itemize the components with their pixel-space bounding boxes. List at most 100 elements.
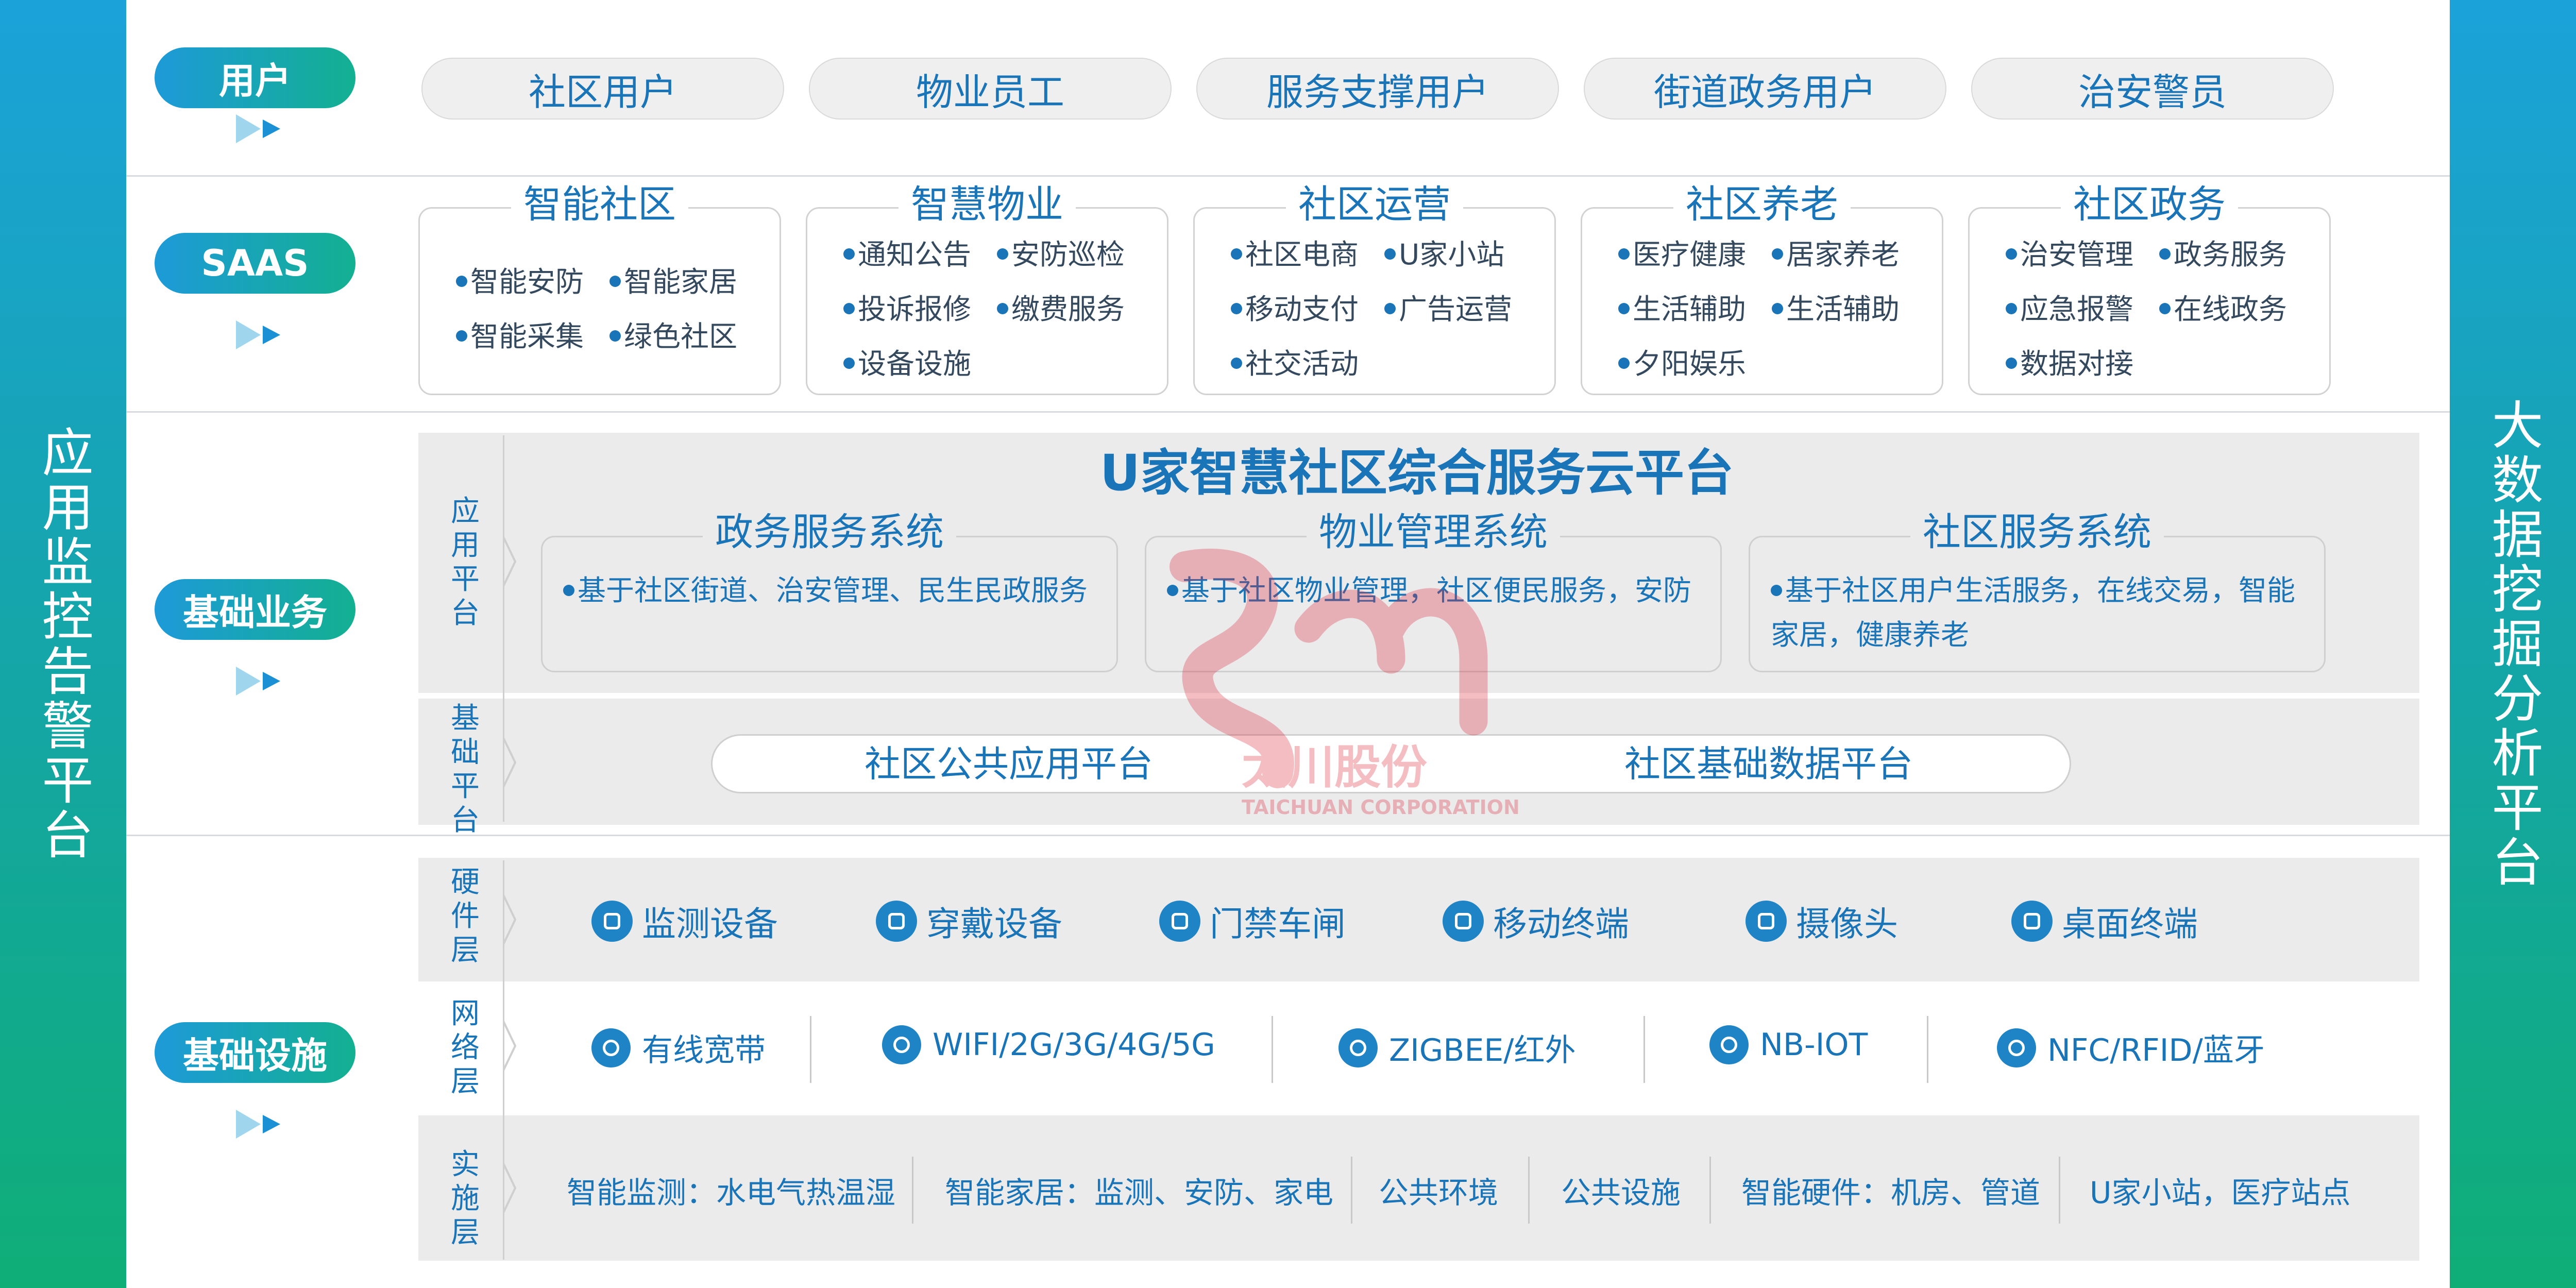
divider [2059, 1157, 2060, 1224]
system-box-property: 物业管理系统 基于社区物业管理，社区便民服务，安防 [1145, 510, 1722, 672]
divider [1528, 1157, 1530, 1224]
saas-item: 社区电商 [1231, 231, 1359, 273]
row-label-infrastructure: 基础设施 [155, 1022, 355, 1083]
right-sidebar: 大数据挖掘分析平台 [2450, 0, 2576, 1288]
system-desc: 基于社区用户生活服务，在线交易，智能家居，健康养老 [1771, 574, 2296, 651]
left-sidebar: 应用监控告警平台 [0, 0, 126, 1288]
network-item: NFC/RFID/蓝牙 [1997, 1025, 2265, 1070]
hardware-item: 摄像头 [1745, 896, 1898, 946]
saas-item: 投诉报修 [843, 286, 971, 327]
base-data-platform: 社区基础数据平台 [1624, 743, 1913, 785]
system-title: 物业管理系统 [1307, 510, 1560, 554]
implementation-item: 智能监测：水电气热温湿 [567, 1175, 896, 1210]
system-desc: 基于社区物业管理，社区便民服务，安防 [1181, 574, 1692, 607]
saas-item: 政务服务 [2159, 231, 2287, 273]
double-arrow-icon [236, 320, 280, 349]
desktop-terminal-icon [2011, 901, 2053, 942]
saas-box-smart-community: 智能社区 智能安防 智能家居 智能采集 绿色社区 [418, 182, 781, 395]
implementation-item: U家小站，医疗站点 [2090, 1175, 2351, 1210]
saas-item: 应急报警 [2006, 286, 2133, 327]
implementation-band [418, 1115, 2419, 1261]
saas-box-title: 社区运营 [1286, 182, 1463, 227]
double-arrow-icon [236, 114, 280, 143]
chevron-right-icon [503, 894, 517, 945]
implementation-label: 实施层 [451, 1148, 480, 1249]
platform-capsule: 社区公共应用平台 社区基础数据平台 [711, 734, 2071, 793]
implementation-item: 智能家居：监测、安防、家电 [945, 1175, 1334, 1210]
saas-box-title: 智能社区 [511, 182, 688, 227]
label-divider [503, 860, 504, 1260]
bluetooth-icon [1997, 1028, 2036, 1067]
network-hub-icon [1709, 1025, 1749, 1064]
user-type: 服务支撑用户 [1196, 58, 1559, 120]
network-item: WIFI/2G/3G/4G/5G [882, 1025, 1215, 1064]
double-arrow-icon [236, 1110, 280, 1139]
saas-box-elderly-care: 社区养老 医疗健康 居家养老 生活辅助 生活辅助 夕阳娱乐 [1581, 182, 1943, 395]
double-arrow-icon [236, 667, 280, 696]
network-item: 有线宽带 [591, 1025, 766, 1070]
divider [1643, 1016, 1645, 1083]
saas-item: 生活辅助 [1772, 286, 1900, 327]
implementation-item: 智能硬件：机房、管道 [1741, 1175, 2041, 1210]
row-divider [126, 835, 2450, 836]
saas-item: 生活辅助 [1618, 286, 1746, 327]
saas-item: 设备设施 [843, 341, 971, 382]
saas-item: 安防巡检 [997, 231, 1125, 273]
system-box-community-service: 社区服务系统 基于社区用户生活服务，在线交易，智能家居，健康养老 [1749, 510, 2326, 672]
saas-box-government-affairs: 社区政务 治安管理 政务服务 应急报警 在线政务 数据对接 [1968, 182, 2331, 395]
system-title: 社区服务系统 [1910, 510, 2164, 554]
hardware-label: 硬件层 [451, 866, 480, 967]
implementation-item: 公共环境 [1379, 1175, 1499, 1210]
divider [1272, 1016, 1273, 1083]
row-divider [126, 175, 2450, 177]
row-divider [126, 411, 2450, 413]
public-app-platform: 社区公共应用平台 [865, 743, 1153, 785]
app-platform-label: 应用平台 [451, 495, 480, 630]
chevron-right-icon [503, 1020, 517, 1072]
divider [912, 1157, 913, 1224]
zigbee-icon [1338, 1028, 1378, 1067]
hardware-band [418, 858, 2419, 981]
saas-item: 绿色社区 [609, 313, 737, 354]
gate-car-icon [1159, 901, 1200, 942]
network-item: NB-IOT [1709, 1025, 1868, 1064]
saas-item: 治安管理 [2006, 231, 2133, 273]
system-box-government: 政务服务系统 基于社区街道、治安管理、民生民政服务 [541, 510, 1118, 672]
system-desc: 基于社区街道、治安管理、民生民政服务 [578, 574, 1088, 607]
wifi-icon [882, 1025, 921, 1064]
saas-box-smart-property: 智慧物业 通知公告 安防巡检 投诉报修 缴费服务 设备设施 [806, 182, 1168, 395]
label-divider [503, 435, 504, 822]
wearable-icon [876, 901, 917, 942]
saas-item: 数据对接 [2006, 341, 2133, 382]
network-label: 网络层 [451, 997, 480, 1098]
saas-item: 移动支付 [1231, 286, 1359, 327]
chevron-right-icon [503, 737, 517, 788]
chevron-right-icon [503, 536, 517, 587]
divider [1351, 1157, 1352, 1224]
saas-item: 智能家居 [609, 259, 737, 300]
saas-item: 医疗健康 [1618, 231, 1746, 273]
user-type: 社区用户 [421, 58, 784, 120]
saas-item: 缴费服务 [997, 286, 1125, 327]
saas-item: 广告运营 [1384, 286, 1512, 327]
hardware-item: 监测设备 [591, 896, 778, 946]
right-sidebar-label: 大数据挖掘分析平台 [2483, 398, 2543, 890]
saas-box-title: 社区养老 [1673, 182, 1851, 227]
saas-box-title: 社区政务 [2061, 182, 2238, 227]
saas-item: 智能安防 [456, 259, 584, 300]
base-platform-label: 基础平台 [451, 702, 480, 837]
saas-box-community-operation: 社区运营 社区电商 U家小站 移动支付 广告运营 社交活动 [1193, 182, 1556, 395]
hardware-item: 穿戴设备 [876, 896, 1062, 946]
hardware-item: 门禁车闸 [1159, 896, 1346, 946]
divider [1709, 1157, 1711, 1224]
saas-item: 居家养老 [1772, 231, 1900, 273]
user-type: 物业员工 [809, 58, 1172, 120]
saas-box-title: 智慧物业 [899, 182, 1076, 227]
left-sidebar-label: 应用监控告警平台 [33, 426, 93, 862]
ie-browser-icon [591, 1028, 631, 1067]
user-type: 街道政务用户 [1584, 58, 1946, 120]
hardware-item: 移动终端 [1443, 896, 1629, 946]
system-title: 政务服务系统 [703, 510, 956, 554]
implementation-item: 公共设施 [1561, 1175, 1681, 1210]
saas-item: 夕阳娱乐 [1618, 341, 1746, 382]
